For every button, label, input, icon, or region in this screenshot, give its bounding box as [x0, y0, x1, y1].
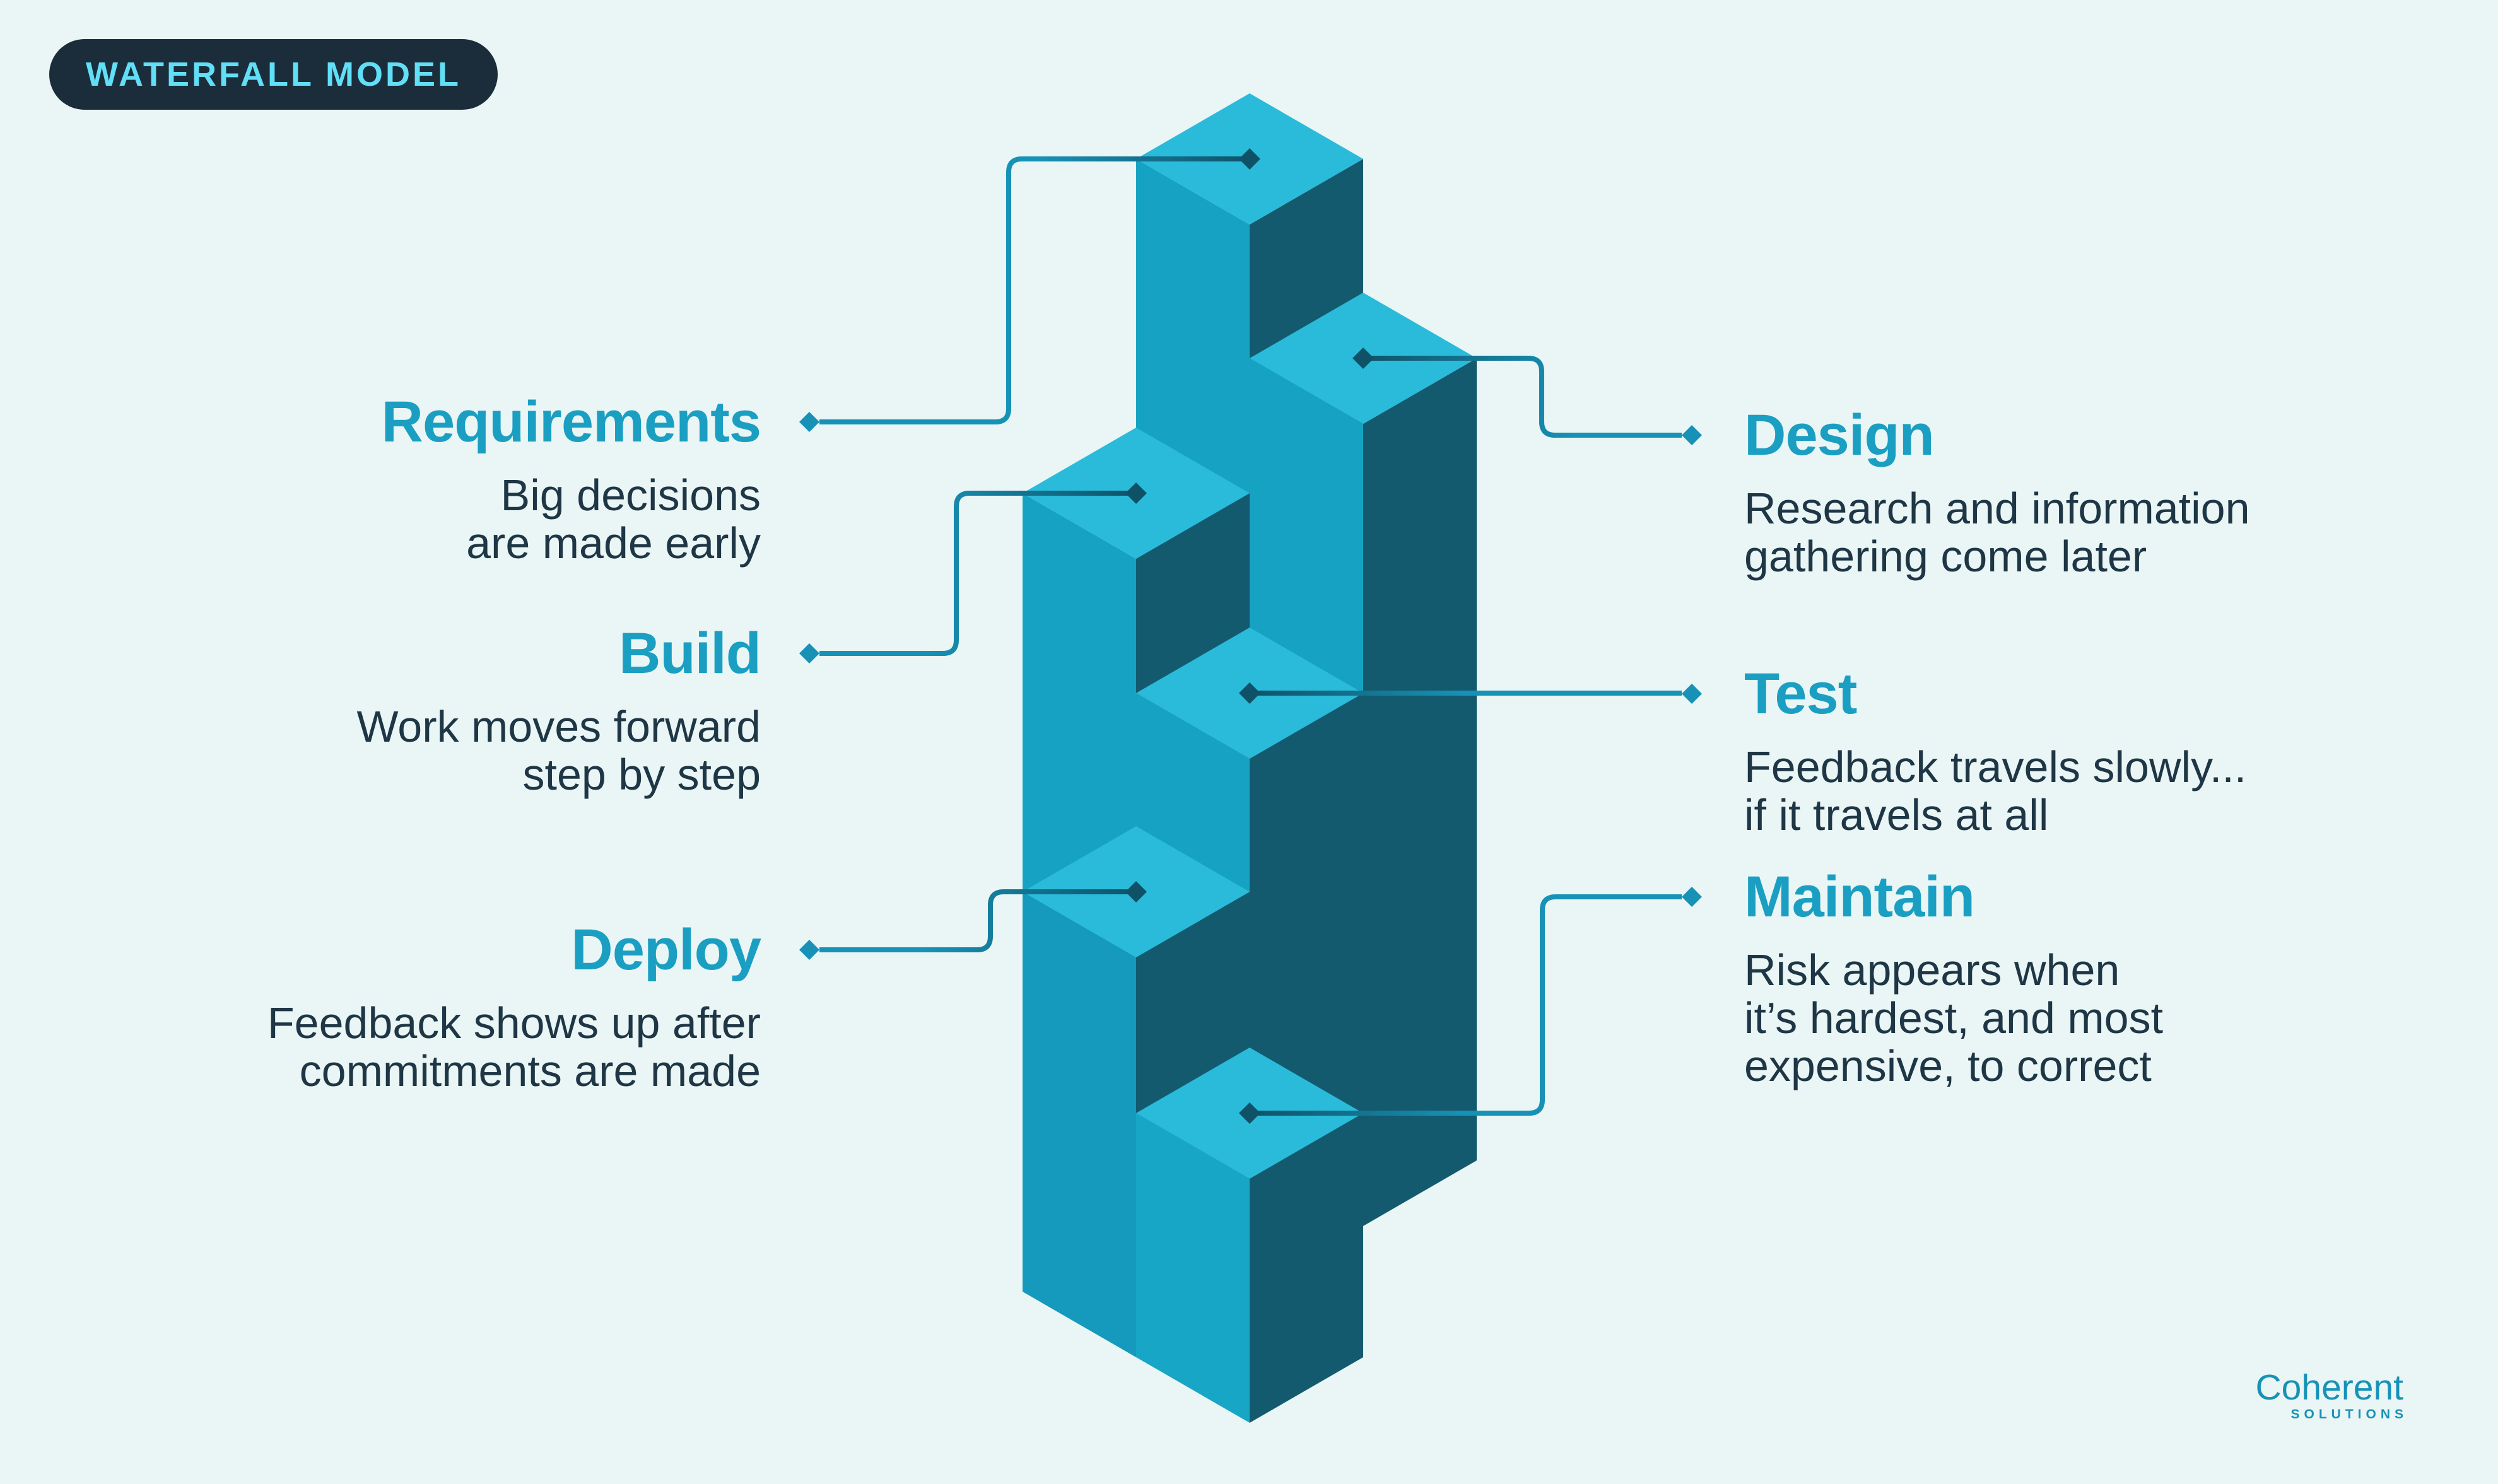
phase-description: Work moves forward step by step: [356, 703, 761, 798]
connector-build-line: [819, 491, 1136, 656]
logo-wordmark: Coherent: [2255, 1367, 2404, 1408]
phase-title: Build: [619, 621, 761, 686]
phase-description-line: are made early: [466, 518, 761, 568]
block-maintain-left-face: [1136, 1113, 1250, 1423]
label-marker-test-diamond-icon: [1682, 684, 1702, 704]
label-marker-deploy-diamond-icon: [799, 940, 819, 960]
label-marker-build-diamond-icon: [799, 643, 819, 663]
block-marker-deploy-diamond-icon: [1125, 881, 1147, 903]
phase-title: Test: [1744, 662, 1857, 726]
block-deploy-left-face: [1023, 892, 1136, 1357]
phase-title: Deploy: [571, 918, 761, 982]
phase-description-line: Feedback shows up after: [267, 998, 761, 1048]
phase-description-line: Big decisions: [500, 470, 761, 520]
coherent-logo: Coherent SOLUTIONS: [2256, 1369, 2404, 1423]
logo-subtitle: SOLUTIONS: [2290, 1407, 2408, 1422]
label-marker-design-diamond-icon: [1682, 425, 1702, 445]
block-marker-maintain-diamond-icon: [1239, 1102, 1260, 1124]
block-marker-design-diamond-icon: [1352, 348, 1374, 369]
phase-description-line: gathering come later: [1744, 532, 2147, 581]
block-marker-test-diamond-icon: [1239, 682, 1260, 704]
phase-description-line: it’s hardest, and most: [1744, 993, 2164, 1043]
connector-design-line: [1363, 356, 1682, 438]
model-badge-label: WATERFALL MODEL: [86, 56, 461, 93]
phase-description-line: if it travels at all: [1744, 790, 2049, 839]
phase-description-line: step by step: [522, 750, 761, 799]
phase-description-line: commitments are made: [299, 1046, 761, 1095]
phase-description: Feedback shows up after commitments are …: [267, 999, 761, 1095]
block-marker-requirements-diamond-icon: [1239, 148, 1260, 170]
phase-description: Risk appears when it’s hardest, and most…: [1744, 946, 2163, 1090]
phase-description: Feedback travels slowly... if it travels…: [1744, 743, 2246, 839]
label-marker-requirements-diamond-icon: [799, 412, 819, 432]
model-badge: WATERFALL MODEL: [49, 39, 498, 110]
phase-title: Requirements: [381, 390, 761, 454]
phase-description-line: Risk appears when: [1744, 945, 2120, 995]
phase-description-line: Work moves forward: [356, 702, 761, 751]
connector-requirements-line: [819, 156, 1250, 424]
phase-description-line: Feedback travels slowly...: [1744, 742, 2247, 792]
label-marker-maintain-diamond-icon: [1682, 887, 1702, 907]
block-design-right-face: [1363, 358, 1477, 1226]
block-marker-build-diamond-icon: [1125, 482, 1147, 504]
phase-description-line: expensive, to correct: [1744, 1041, 2152, 1090]
phase-title: Design: [1744, 403, 1935, 467]
phase-description: Big decisions are made early: [466, 471, 761, 567]
connector-maintain-line: [1250, 894, 1682, 1116]
phase-title: Maintain: [1744, 865, 1975, 929]
phase-description-line: Research and information: [1744, 484, 2250, 533]
connector-deploy-line: [819, 889, 1136, 952]
phase-description: Research and information gathering come …: [1744, 484, 2250, 580]
block-maintain-right-face: [1250, 1113, 1363, 1423]
